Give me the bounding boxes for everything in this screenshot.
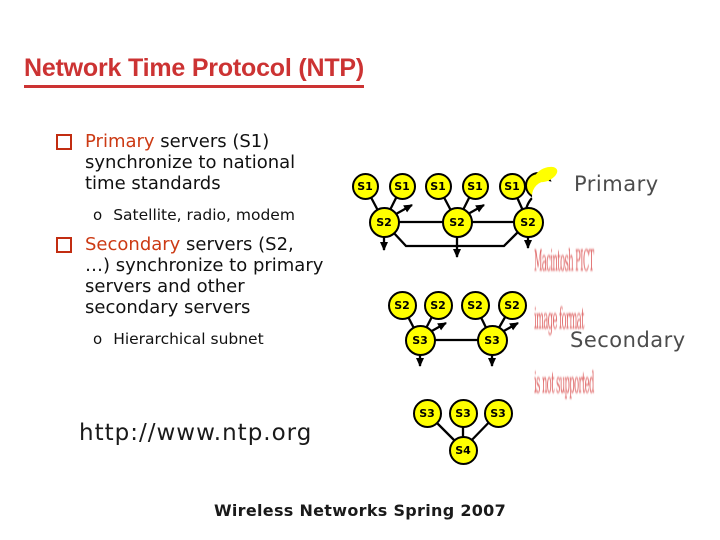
pict-error-text: is not supported	[534, 369, 594, 401]
square-bullet-icon	[56, 134, 72, 150]
bullet-line: time standards	[85, 173, 221, 194]
bullet-primary-servers: Primary servers (S1) synchronize to nati…	[56, 131, 361, 194]
subbullet-hierarchical-subnet: o Hierarchical subnet	[93, 330, 264, 348]
node-s1: S1	[424, 172, 452, 200]
node-s1: S1	[461, 172, 489, 200]
bullet-line: secondary servers	[85, 297, 251, 318]
node-s3: S3	[412, 398, 442, 428]
bullet-line: Secondary servers (S2,	[85, 234, 294, 255]
node-s1: S1	[351, 172, 379, 200]
ntp-url: http://www.ntp.org	[79, 420, 313, 446]
circle-bullet-icon: o	[93, 206, 103, 224]
node-s2: S2	[460, 290, 490, 320]
node-s3: S3	[404, 324, 436, 356]
node-s1: S1	[498, 172, 526, 200]
bullet-line: …) synchronize to primary	[85, 255, 324, 276]
node-s3: S3	[476, 324, 508, 356]
node-s3: S3	[448, 398, 478, 428]
pict-error-text: image format	[534, 305, 584, 337]
bullet-list: Primary servers (S1) synchronize to nati…	[56, 131, 361, 358]
node-partial-circle	[524, 171, 562, 211]
node-s2: S2	[441, 206, 473, 238]
bullet-line: synchronize to national	[85, 152, 296, 173]
circle-bullet-icon: o	[93, 330, 103, 348]
label-secondary: Secondary	[570, 328, 686, 352]
slide-footer: Wireless Networks Spring 2007	[213, 501, 507, 520]
node-s2: S2	[512, 206, 544, 238]
node-s2: S2	[423, 290, 453, 320]
label-primary: Primary	[574, 172, 659, 196]
page-title: Network Time Protocol (NTP)	[24, 54, 364, 88]
subbullet-satellite-radio-modem: o Satellite, radio, modem	[93, 206, 295, 224]
node-s2: S2	[497, 290, 527, 320]
node-s1: S1	[388, 172, 416, 200]
pict-error-text: Macintosh PICT	[534, 247, 594, 279]
square-bullet-icon	[56, 237, 72, 253]
node-s2: S2	[387, 290, 417, 320]
node-s4: S4	[448, 435, 478, 465]
bullet-secondary-servers: Secondary servers (S2, …) synchronize to…	[56, 234, 361, 318]
bullet-line: servers and other	[85, 276, 245, 297]
node-s3: S3	[483, 398, 513, 428]
node-s2: S2	[368, 206, 400, 238]
bullet-line: Primary servers (S1)	[85, 131, 270, 152]
